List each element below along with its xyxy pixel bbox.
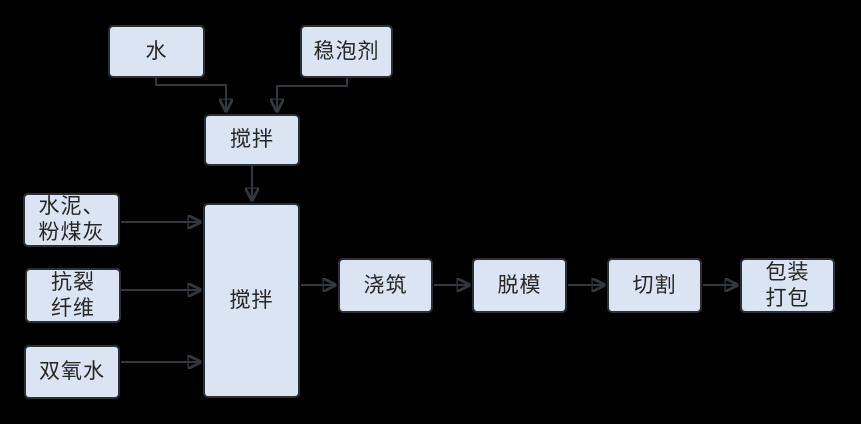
node-foam-stabilizer: 稳泡剂 (300, 25, 393, 78)
node-packing: 包装 打包 (740, 258, 835, 313)
node-main-mix: 搅拌 (203, 203, 300, 398)
connector-stabilizer-to-premix (277, 78, 348, 111)
node-hydrogen-peroxide: 双氧水 (24, 345, 120, 399)
node-premix: 搅拌 (204, 114, 300, 166)
node-cutting: 切割 (607, 258, 702, 313)
connector-water-to-premix (155, 78, 226, 111)
node-anti-crack-fiber: 抗裂 纤维 (25, 268, 121, 323)
node-cement-fly-ash: 水泥、 粉煤灰 (23, 193, 120, 247)
node-demolding: 脱模 (472, 258, 567, 313)
node-water: 水 (108, 25, 205, 78)
node-pouring: 浇筑 (338, 258, 433, 313)
